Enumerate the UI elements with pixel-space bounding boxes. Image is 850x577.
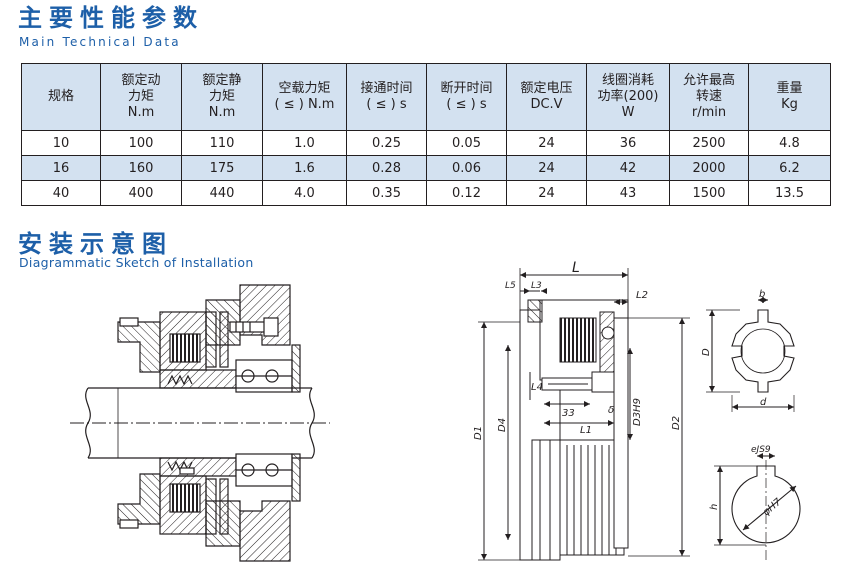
table-cell: 42 bbox=[586, 155, 670, 181]
header-release-time: 断开时间( ≤ ) s bbox=[426, 63, 507, 131]
dim-label-D: D bbox=[701, 348, 712, 356]
header-line: N.m bbox=[208, 105, 236, 120]
table-cell: 13.5 bbox=[748, 180, 831, 206]
header-line: 允许最高 bbox=[682, 73, 735, 88]
header-line: 功率(200) bbox=[597, 89, 659, 104]
table-cell: 0.28 bbox=[346, 155, 427, 181]
section-title-installation: 安装示意图 bbox=[18, 230, 173, 258]
spline-hub-detail bbox=[706, 297, 795, 412]
table-cell: 1500 bbox=[669, 180, 749, 206]
header-line: ( ≤ ) N.m bbox=[274, 97, 335, 112]
clutch-dimension-view bbox=[478, 268, 690, 561]
header-line: 重量 bbox=[776, 81, 803, 96]
table-cell: 1.0 bbox=[262, 130, 347, 156]
dim-label-D3H9: D3H9 bbox=[632, 398, 643, 426]
header-line: Kg bbox=[781, 97, 798, 112]
header-coil-power: 线圈消耗功率(200)W bbox=[586, 63, 670, 131]
table-row: 16 160 175 1.6 0.28 0.06 24 42 2000 6.2 bbox=[21, 155, 831, 181]
header-line: 额定电压 bbox=[520, 81, 573, 96]
table-cell: 4.0 bbox=[262, 180, 347, 206]
section-title-main-data: 主要性能参数 bbox=[18, 4, 204, 32]
dim-label-D2: D2 bbox=[671, 416, 682, 430]
dim-label-L5: L5 bbox=[505, 281, 516, 291]
header-line: 空载力矩 bbox=[278, 81, 331, 96]
header-line: 接通时间 bbox=[360, 81, 413, 96]
header-line: 断开时间 bbox=[440, 81, 493, 96]
header-line: 额定静 bbox=[202, 73, 242, 88]
table-cell: 2000 bbox=[669, 155, 749, 181]
table-cell: 175 bbox=[181, 155, 263, 181]
table-row: 40 400 440 4.0 0.35 0.12 24 43 1500 13.5 bbox=[21, 180, 831, 206]
header-line: N.m bbox=[127, 105, 155, 120]
header-line: ( ≤ ) s bbox=[366, 97, 407, 112]
dim-label-eJS9: eJS9 bbox=[751, 445, 771, 455]
keyed-bore-detail bbox=[714, 453, 801, 560]
table-cell: 0.06 bbox=[426, 155, 507, 181]
dim-label-D1: D1 bbox=[473, 426, 484, 440]
dim-label-h: h bbox=[709, 504, 720, 510]
dim-label-D4: D4 bbox=[497, 418, 508, 432]
table-cell: 0.12 bbox=[426, 180, 507, 206]
header-line: 线圈消耗 bbox=[601, 73, 654, 88]
dim-label-delta: δ bbox=[608, 405, 614, 416]
table-cell: 0.35 bbox=[346, 180, 427, 206]
table-cell: 43 bbox=[586, 180, 670, 206]
table-cell: 160 bbox=[100, 155, 182, 181]
header-line: ( ≤ ) s bbox=[446, 97, 487, 112]
section-subtitle-main-data: Main Technical Data bbox=[19, 35, 181, 49]
table-cell: 1.6 bbox=[262, 155, 347, 181]
header-line: r/min bbox=[691, 105, 727, 120]
header-line: 力矩 bbox=[127, 89, 154, 104]
dim-label-d: d bbox=[760, 397, 767, 408]
dim-label-L: L bbox=[572, 260, 580, 276]
dim-label-L2: L2 bbox=[636, 290, 648, 301]
table-cell: 4.8 bbox=[748, 130, 831, 156]
header-line: 转速 bbox=[695, 89, 722, 104]
header-line: 力矩 bbox=[208, 89, 235, 104]
header-line: W bbox=[621, 105, 635, 120]
header-idle-torque: 空载力矩( ≤ ) N.m bbox=[262, 63, 347, 131]
header-engage-time: 接通时间( ≤ ) s bbox=[346, 63, 427, 131]
header-spec: 规格 bbox=[21, 63, 101, 131]
table-cell: 24 bbox=[506, 180, 587, 206]
table-cell: 440 bbox=[181, 180, 263, 206]
table-cell: 36 bbox=[586, 130, 670, 156]
dim-label-L3: L3 bbox=[531, 281, 542, 291]
dim-label-L4: L4 bbox=[531, 382, 543, 393]
dim-label-L1: L1 bbox=[580, 425, 592, 436]
table-cell: 40 bbox=[21, 180, 101, 206]
header-line: DC.V bbox=[530, 97, 563, 112]
section-subtitle-installation: Diagrammatic Sketch of Installation bbox=[19, 255, 254, 270]
dim-label-b: b bbox=[759, 289, 765, 300]
table-cell: 6.2 bbox=[748, 155, 831, 181]
dim-label-33: 33 bbox=[562, 408, 575, 419]
clutch-section-view bbox=[70, 284, 330, 562]
header-line: 额定动 bbox=[121, 73, 161, 88]
header-line: 规格 bbox=[47, 89, 74, 104]
